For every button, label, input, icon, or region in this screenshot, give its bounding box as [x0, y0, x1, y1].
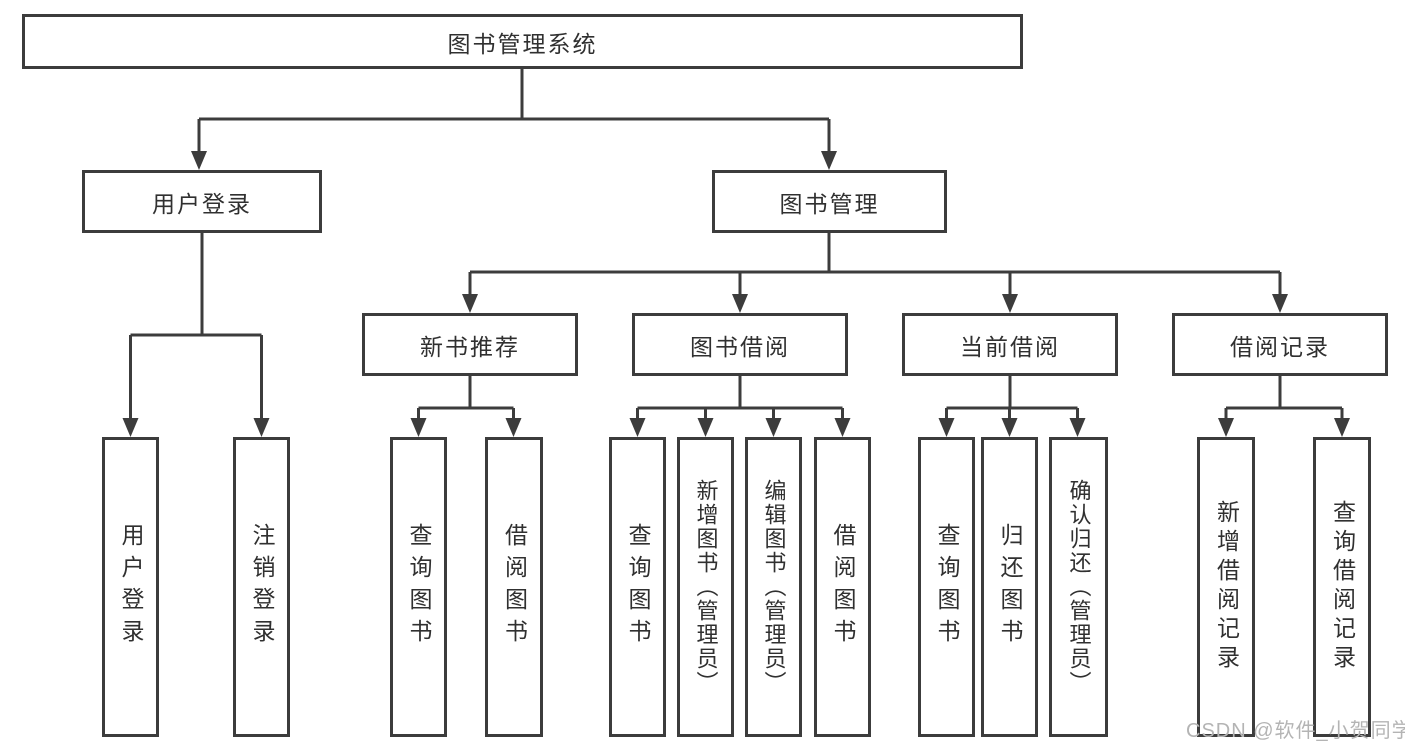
leaf-cb-return-book-label: 归还图书 — [997, 523, 1023, 651]
leaf-user-login-label: 用户登录 — [118, 523, 144, 651]
node-book-borrow: 图书借阅 — [632, 313, 848, 376]
connector-new-book-rec-to-leaves — [410, 376, 522, 437]
connector-path — [468, 233, 1282, 296]
node-user-login: 用户登录 — [82, 170, 322, 233]
leaf-cb-confirm-return: 确认归还（管理员） — [1049, 437, 1108, 737]
leaf-rec-borrow-book: 借阅图书 — [485, 437, 543, 737]
node-root-label: 图书管理系统 — [447, 30, 598, 57]
leaf-logout: 注销登录 — [233, 437, 290, 737]
connector-book-mgmt-to-level3 — [462, 233, 1288, 313]
connector-user-login-to-leaves — [122, 233, 270, 437]
node-current-borrow-label: 当前借阅 — [960, 333, 1060, 360]
connector-current-borrow-to-leaves — [938, 376, 1086, 437]
connector-borrow-records-to-leaves — [1218, 376, 1350, 437]
leaf-br-add-record: 新增借阅记录 — [1197, 437, 1255, 737]
arrowhead — [1334, 418, 1350, 437]
leaf-br-query-record: 查询借阅记录 — [1313, 437, 1371, 737]
connector-book-borrow-to-leaves — [629, 376, 851, 437]
arrowhead — [1002, 294, 1018, 313]
leaf-cb-return-book: 归还图书 — [981, 437, 1038, 737]
leaf-rec-query-book-label: 查询图书 — [406, 523, 432, 651]
node-book-management: 图书管理 — [712, 170, 947, 233]
arrowhead — [1069, 418, 1086, 437]
arrowhead — [1001, 418, 1018, 437]
leaf-br-query-record-label: 查询借阅记录 — [1329, 500, 1356, 674]
leaf-bb-borrow-book-label: 借阅图书 — [830, 523, 856, 651]
leaf-cb-confirm-return-label: 确认归还（管理员） — [1066, 479, 1092, 695]
node-borrow-records-label: 借阅记录 — [1230, 333, 1330, 360]
connector-path — [417, 376, 515, 420]
leaf-bb-edit-book-label: 编辑图书（管理员） — [761, 479, 787, 695]
arrowhead — [191, 151, 207, 170]
arrowhead — [821, 151, 837, 170]
arrowhead — [122, 418, 139, 437]
leaf-cb-query-book: 查询图书 — [918, 437, 975, 737]
leaf-bb-query-book: 查询图书 — [609, 437, 666, 737]
connector-root-to-level2 — [191, 69, 837, 170]
leaf-bb-add-book-label: 新增图书（管理员） — [693, 479, 719, 695]
arrowhead — [732, 294, 748, 313]
leaf-bb-query-book-label: 查询图书 — [625, 523, 651, 651]
arrowhead — [462, 294, 478, 313]
node-book-management-label: 图书管理 — [779, 190, 880, 217]
arrowhead — [765, 418, 782, 437]
arrowhead — [697, 418, 714, 437]
arrowhead — [1272, 294, 1288, 313]
connector-path — [636, 376, 844, 420]
leaf-rec-borrow-book-label: 借阅图书 — [501, 523, 528, 651]
connector-path — [197, 69, 831, 153]
connector-path — [1224, 376, 1344, 420]
node-book-borrow-label: 图书借阅 — [690, 333, 790, 360]
arrowhead — [629, 418, 646, 437]
leaf-rec-query-book: 查询图书 — [390, 437, 447, 737]
node-new-book-recommend: 新书推荐 — [362, 313, 578, 376]
arrowhead — [410, 418, 427, 437]
connector-path — [129, 233, 263, 420]
leaf-bb-add-book: 新增图书（管理员） — [677, 437, 734, 737]
arrowhead — [938, 418, 955, 437]
leaf-logout-label: 注销登录 — [249, 523, 275, 651]
arrowhead — [1218, 418, 1234, 437]
leaf-bb-borrow-book: 借阅图书 — [814, 437, 871, 737]
leaf-bb-edit-book: 编辑图书（管理员） — [745, 437, 802, 737]
arrowhead — [834, 418, 851, 437]
arrowhead — [505, 418, 522, 437]
csdn-watermark: CSDN @软件_小贺同学 — [1186, 720, 1405, 742]
node-new-book-recommend-label: 新书推荐 — [420, 333, 520, 360]
node-current-borrow: 当前借阅 — [902, 313, 1118, 376]
node-user-login-label: 用户登录 — [152, 190, 252, 217]
node-borrow-records: 借阅记录 — [1172, 313, 1388, 376]
node-root: 图书管理系统 — [22, 14, 1023, 69]
arrowhead — [253, 418, 270, 437]
connector-path — [945, 376, 1079, 420]
leaf-br-add-record-label: 新增借阅记录 — [1213, 500, 1240, 674]
leaf-user-login: 用户登录 — [102, 437, 159, 737]
leaf-cb-query-book-label: 查询图书 — [934, 523, 960, 651]
